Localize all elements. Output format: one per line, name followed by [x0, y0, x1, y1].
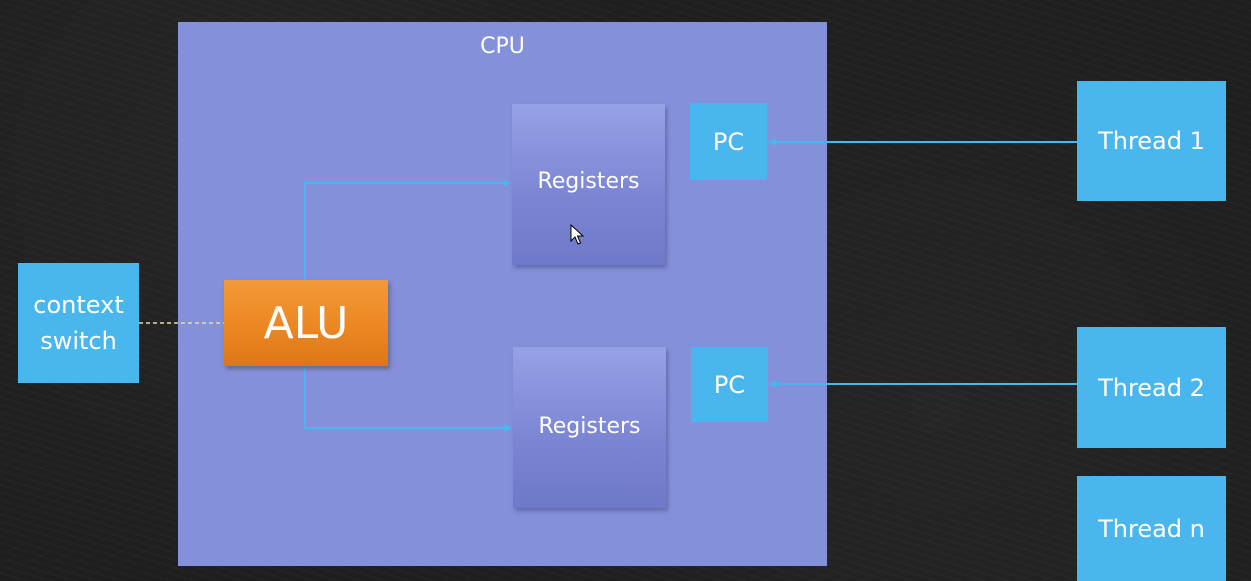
thread-box-2: Thread 2 — [1077, 327, 1226, 448]
context-switch-line-2: switch — [40, 327, 117, 355]
thread-box-1: Thread 1 — [1077, 81, 1226, 201]
thread-label-2: Thread 2 — [1098, 373, 1205, 402]
pc-box-2: PC — [691, 347, 768, 422]
registers-box-2: Registers — [513, 347, 666, 508]
registers-box-1: Registers — [512, 104, 665, 265]
thread-label-1: Thread 1 — [1098, 127, 1205, 155]
thread-box-n: Thread n — [1077, 476, 1226, 581]
registers-label-2: Registers — [538, 414, 641, 439]
cpu-label: CPU — [480, 34, 525, 59]
pc-label-2: PC — [713, 370, 746, 399]
mouse-pointer-icon — [570, 224, 584, 245]
alu-label: ALU — [263, 297, 349, 349]
pc-label-1: PC — [712, 127, 745, 156]
pc-box-1: PC — [690, 103, 767, 180]
alu-box: ALU — [224, 280, 388, 366]
context-switch-line-1: context — [33, 291, 124, 319]
context-switch-box: context switch — [18, 263, 139, 383]
thread-label-n: Thread n — [1098, 514, 1205, 543]
registers-label-1: Registers — [537, 169, 640, 194]
